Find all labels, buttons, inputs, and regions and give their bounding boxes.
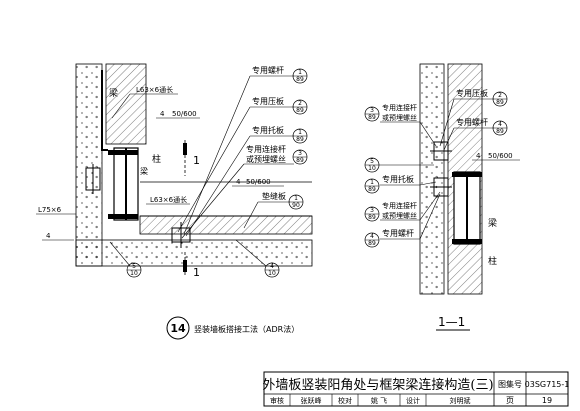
beam-strip bbox=[139, 215, 313, 235]
right-callout-4: 5 10 bbox=[364, 157, 434, 173]
svg-text:专用连接杆: 专用连接杆 bbox=[382, 103, 417, 112]
svg-text:3: 3 bbox=[370, 207, 374, 214]
svg-text:89: 89 bbox=[368, 214, 376, 221]
right-callout-6: 3 89 专用连接杆 或预埋螺丝 bbox=[364, 191, 441, 222]
angle-mid-label: L63×6通长 bbox=[150, 195, 187, 204]
right-weld: 50/600 bbox=[488, 152, 513, 160]
role-design: 设计 bbox=[406, 396, 420, 405]
svg-text:专用连接杆: 专用连接杆 bbox=[246, 144, 286, 154]
svg-text:专用压板: 专用压板 bbox=[456, 88, 488, 98]
right-callout-5: 1 89 专用托板 bbox=[364, 174, 437, 194]
callout-2: 专用压板 2 89 bbox=[177, 96, 308, 233]
svg-text:1: 1 bbox=[298, 69, 302, 76]
svg-text:5: 5 bbox=[132, 263, 136, 270]
svg-text:89: 89 bbox=[368, 114, 376, 121]
weld-num-top: 4 bbox=[160, 110, 165, 118]
page-label: 页 bbox=[506, 396, 514, 405]
svg-text:或预埋螺丝: 或预埋螺丝 bbox=[382, 211, 417, 220]
caption-text: 竖装墙板搭接工法（ADR法） bbox=[194, 324, 299, 334]
callout-3: 专用托板 1 89 bbox=[185, 125, 308, 237]
right-callout-1: 专用压板 2 89 bbox=[439, 88, 508, 147]
svg-text:89: 89 bbox=[296, 157, 304, 164]
svg-text:89: 89 bbox=[368, 186, 376, 193]
angle-top-label: L63×6通长 bbox=[136, 85, 173, 94]
wall-panel-vertical bbox=[75, 63, 103, 267]
page-number: 19 bbox=[542, 396, 552, 405]
svg-text:4: 4 bbox=[270, 263, 274, 270]
right-weld-num: 4 bbox=[476, 152, 481, 160]
name-design: 刘明斌 bbox=[450, 396, 471, 405]
svg-text:89: 89 bbox=[368, 240, 376, 247]
callout-6: 4 10 bbox=[235, 239, 280, 278]
weld-top: 50/600 bbox=[172, 110, 197, 118]
svg-text:10: 10 bbox=[130, 270, 138, 277]
wall-panel-horizontal bbox=[75, 239, 313, 267]
svg-text:2: 2 bbox=[298, 100, 302, 107]
role-check: 校对 bbox=[338, 396, 352, 405]
weld-mid: 50/600 bbox=[246, 178, 271, 186]
svg-text:89: 89 bbox=[296, 107, 304, 114]
svg-text:89: 89 bbox=[496, 99, 504, 106]
svg-text:1: 1 bbox=[294, 195, 298, 202]
svg-text:4: 4 bbox=[370, 233, 374, 240]
svg-text:1: 1 bbox=[370, 179, 374, 186]
caption-num: 14 bbox=[170, 322, 186, 335]
name-review: 张跃峰 bbox=[301, 396, 322, 405]
column-label: 柱 bbox=[152, 153, 161, 165]
svg-text:3: 3 bbox=[370, 107, 374, 114]
svg-text:专用托板: 专用托板 bbox=[252, 125, 284, 135]
role-review: 审核 bbox=[270, 396, 284, 405]
svg-text:89: 89 bbox=[296, 76, 304, 83]
svg-text:89: 89 bbox=[296, 136, 304, 143]
svg-text:专用螺杆: 专用螺杆 bbox=[456, 117, 488, 127]
caption-index bbox=[166, 316, 190, 340]
svg-text:2: 2 bbox=[498, 92, 502, 99]
svg-text:专用托板: 专用托板 bbox=[382, 174, 414, 184]
right-wall-panel bbox=[419, 63, 445, 295]
callout-7: 5 10 bbox=[109, 241, 142, 278]
svg-text:专用螺杆: 专用螺杆 bbox=[382, 228, 414, 238]
svg-text:5: 5 bbox=[370, 158, 374, 165]
svg-text:专用螺杆: 专用螺杆 bbox=[252, 65, 284, 75]
beam-label: 梁 bbox=[109, 87, 118, 99]
drawing-title: 外墙板竖装阳角处与框架梁连接构造(三) bbox=[262, 377, 493, 393]
svg-text:1: 1 bbox=[298, 129, 302, 136]
right-callout-2: 专用螺杆 4 89 bbox=[443, 117, 508, 151]
right-callout-7: 4 89 专用螺杆 bbox=[364, 193, 441, 248]
name-check: 姚 飞 bbox=[371, 396, 387, 405]
weld-num-side: 4 bbox=[46, 232, 51, 240]
callout-4: 专用连接杆 或预埋螺丝 3 89 bbox=[181, 144, 308, 239]
right-column-label: 柱 bbox=[488, 255, 497, 267]
svg-text:4: 4 bbox=[498, 121, 502, 128]
svg-text:89: 89 bbox=[496, 128, 504, 135]
beam-label-2: 梁 bbox=[140, 167, 148, 176]
svg-text:或预埋螺丝: 或预埋螺丝 bbox=[382, 113, 417, 122]
callout-1: 专用螺杆 1 89 bbox=[183, 65, 308, 235]
section-mark-bottom: 1 bbox=[193, 266, 200, 279]
right-detail: 梁 柱 4 50/600 专用压板 2 89 专用螺杆 4 89 3 89 bbox=[364, 63, 520, 331]
weld-num-mid: 4 bbox=[236, 178, 241, 186]
beam-section bbox=[105, 63, 147, 145]
callout-5: 垫缝板 1 90 bbox=[243, 191, 304, 229]
svg-text:10: 10 bbox=[368, 165, 376, 172]
svg-text:或预埋螺丝: 或预埋螺丝 bbox=[246, 154, 286, 164]
section-mark-top: 1 bbox=[193, 154, 200, 167]
atlas-number: 03SG715-1 bbox=[525, 380, 570, 389]
svg-text:3: 3 bbox=[298, 150, 302, 157]
right-callout-3: 3 89 专用连接杆 或预埋螺丝 bbox=[364, 103, 437, 147]
atlas-label: 图集号 bbox=[498, 379, 522, 389]
svg-text:垫缝板: 垫缝板 bbox=[262, 191, 286, 201]
left-detail: 1 1 梁 柱 梁 L63×6通长 4 50/600 L63×6通长 L75×6… bbox=[36, 63, 313, 340]
svg-text:10: 10 bbox=[268, 270, 276, 277]
right-beam-label: 梁 bbox=[488, 217, 497, 229]
svg-text:专用压板: 专用压板 bbox=[252, 96, 284, 106]
section-title: 1—1 bbox=[438, 315, 465, 329]
svg-text:专用连接杆: 专用连接杆 bbox=[382, 201, 417, 210]
title-block: 外墙板竖装阳角处与框架梁连接构造(三) 图集号 03SG715-1 页 19 审… bbox=[262, 371, 570, 407]
svg-text:90: 90 bbox=[292, 202, 300, 209]
angle-side-label: L75×6 bbox=[38, 206, 62, 214]
